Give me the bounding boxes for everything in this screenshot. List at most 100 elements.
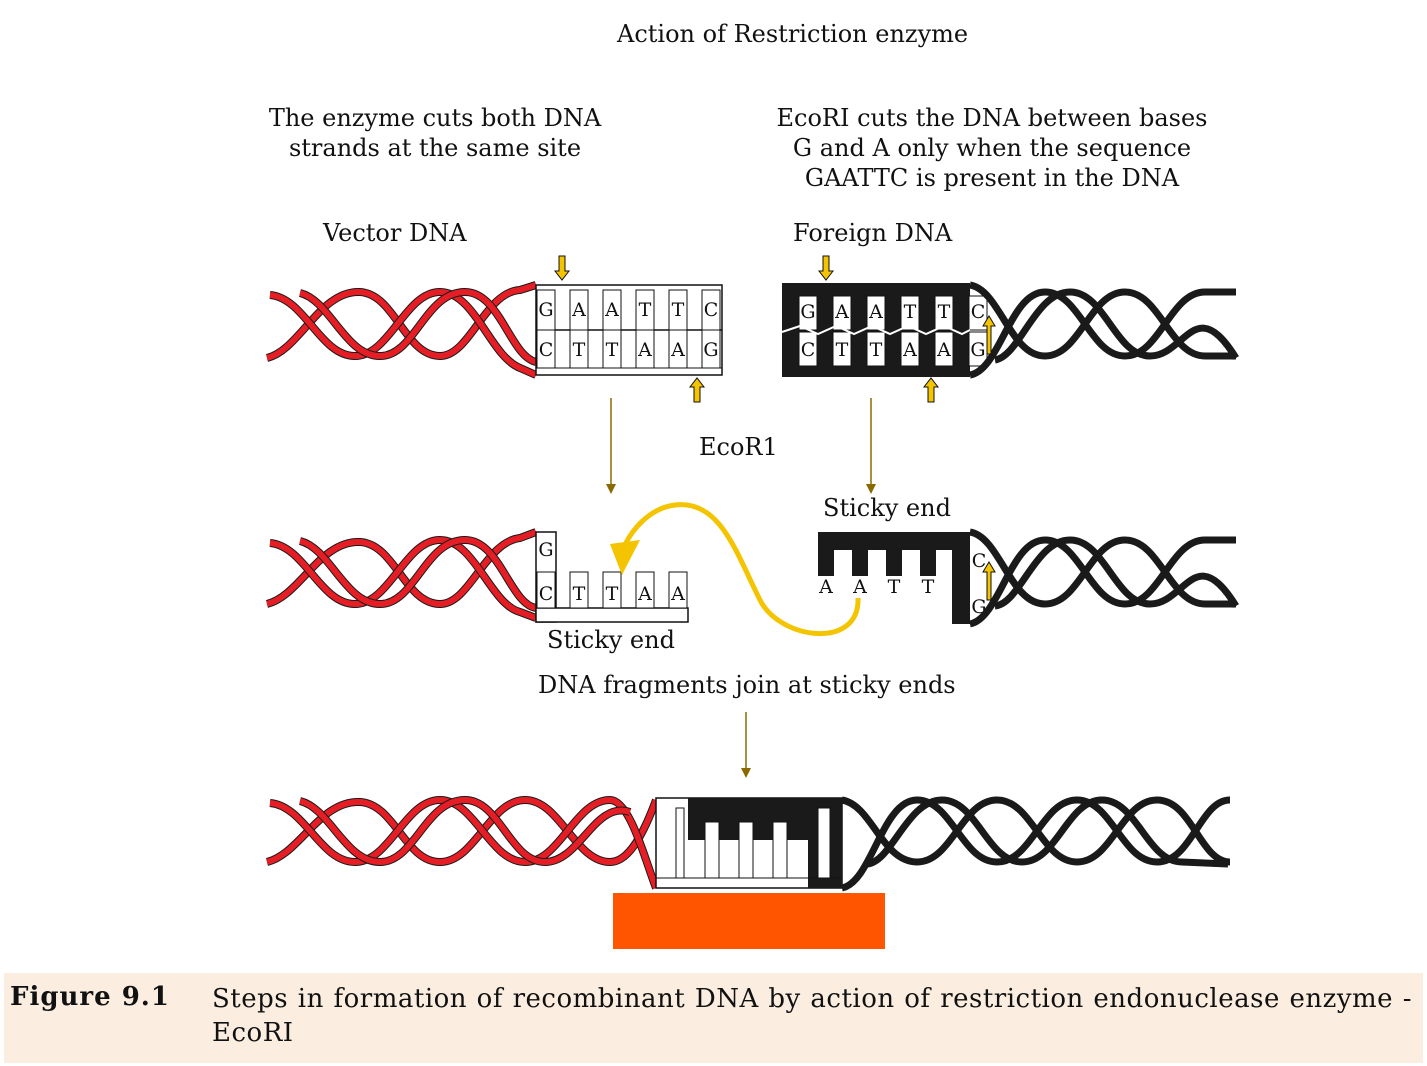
base-letter: A: [670, 339, 685, 361]
base-box: [900, 295, 920, 331]
base-letter: A: [868, 301, 883, 323]
base-letter: A: [834, 301, 849, 323]
label-enzyme: EcoR1: [699, 433, 778, 461]
base-letter: T: [904, 301, 917, 323]
down-arrow-foreign: [866, 398, 876, 494]
base-letter: A: [902, 339, 917, 361]
base-letter: A: [852, 576, 867, 598]
base-letter: T: [606, 339, 619, 361]
base-letter: T: [938, 301, 951, 323]
foreign-sticky-arrow: [982, 561, 996, 601]
base-letter: G: [703, 339, 718, 361]
recombinant-red-helix: [265, 795, 660, 890]
vector-cut-arrow-bottom: [688, 377, 706, 403]
base-box: [832, 331, 852, 367]
vector-dna-helix: [265, 281, 538, 379]
base-letter: G: [538, 299, 553, 321]
base-letter: C: [539, 339, 554, 361]
note-right-line-3: GAATTC is present in the DNA: [804, 164, 1180, 192]
note-left-line-2: strands at the same site: [288, 134, 582, 162]
base-letter: G: [538, 539, 553, 561]
base-box: [900, 331, 920, 367]
base-letter: T: [672, 299, 685, 321]
recombinant-junction: [655, 797, 843, 889]
base-box: [798, 331, 818, 367]
base-box: [536, 329, 556, 369]
base-letter: A: [571, 299, 586, 321]
base-letter: C: [704, 299, 719, 321]
recombinant-black-helix: [840, 796, 1231, 892]
label-join: DNA fragments join at sticky ends: [538, 671, 956, 699]
base-letter: C: [801, 339, 816, 361]
note-left-line-1: The enzyme cuts both DNA: [268, 104, 602, 132]
base-box: [635, 329, 655, 369]
base-letter: T: [573, 339, 586, 361]
base-box: [602, 329, 622, 369]
note-right-line-1: EcoRI cuts the DNA between bases: [776, 104, 1208, 132]
base-letter: A: [818, 576, 833, 598]
base-letter: T: [639, 299, 652, 321]
label-sticky-end-foreign: Sticky end: [823, 494, 951, 522]
base-box: [832, 295, 852, 331]
base-box: [866, 331, 886, 367]
vector-base-ladder: [535, 284, 723, 376]
foreign-cut-arrow-top: [817, 255, 835, 281]
base-box: [968, 295, 988, 331]
down-arrow-join: [741, 712, 751, 778]
base-box: [602, 571, 622, 609]
base-letter: T: [836, 339, 849, 361]
base-letter: A: [604, 299, 619, 321]
figure-label: Figure 9.1: [10, 982, 170, 1012]
base-box: [934, 331, 954, 367]
base-letter: T: [922, 576, 935, 598]
base-letter: A: [670, 583, 685, 605]
base-box: [536, 571, 556, 609]
label-sticky-end-vector: Sticky end: [547, 626, 675, 654]
label-vector-dna: Vector DNA: [323, 219, 467, 247]
base-letter: T: [606, 583, 619, 605]
base-box: [701, 329, 721, 369]
base-letter: T: [573, 583, 586, 605]
join-arrow: [610, 502, 861, 636]
figure-caption: Steps in formation of recombinant DNA by…: [212, 984, 1412, 1048]
highlight-bar: [613, 893, 885, 949]
base-box: [668, 571, 688, 609]
base-box: [635, 571, 655, 609]
base-box: [569, 571, 589, 609]
base-letter: C: [971, 301, 986, 323]
base-box: [866, 295, 886, 331]
note-right: EcoRI cuts the DNA between bases G and A…: [762, 103, 1222, 193]
note-left: The enzyme cuts both DNA strands at the …: [250, 103, 620, 163]
note-right-line-2: G and A only when the sequence: [792, 134, 1192, 162]
base-letter: C: [972, 550, 987, 572]
caption-box: [4, 973, 1423, 1063]
base-letter: T: [870, 339, 883, 361]
base-letter: C: [539, 583, 554, 605]
foreign-cut-arrow-bottom: [922, 377, 940, 403]
foreign-zigzag: [781, 324, 971, 336]
base-box: [934, 295, 954, 331]
base-letter: A: [637, 339, 652, 361]
base-letter: A: [936, 339, 951, 361]
vector-cut-helix: [265, 528, 538, 622]
down-arrow-vector: [606, 398, 616, 494]
foreign-cut-arrow-side: [982, 315, 996, 355]
diagram-title: Action of Restriction enzyme: [617, 20, 969, 48]
base-box: [668, 329, 688, 369]
base-letter: G: [800, 301, 815, 323]
base-letter: T: [888, 576, 901, 598]
base-letter: G: [970, 339, 985, 361]
base-box: [569, 329, 589, 369]
cut-foreign-right-bases: CG: [971, 550, 986, 618]
foreign-dna-helix: [968, 281, 1239, 379]
vector-cut-arrow-top: [553, 255, 571, 281]
foreign-sticky-end: [818, 532, 970, 624]
foreign-cut-helix: [968, 528, 1239, 628]
